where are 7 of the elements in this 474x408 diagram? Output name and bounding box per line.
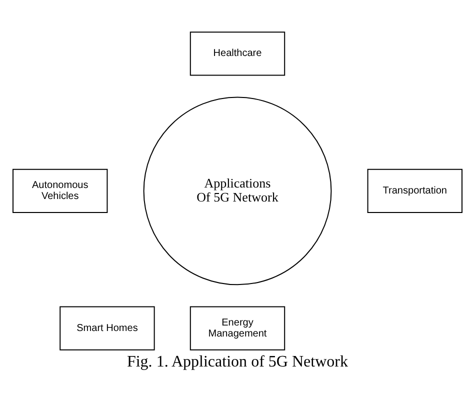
node-box: Transportation: [366, 168, 462, 214]
node-box: Energy Management: [189, 306, 285, 350]
node-circle: Applications Of 5G Network: [142, 96, 332, 286]
node-box: Autonomous Vehicles: [12, 168, 108, 214]
node-box: Healthcare: [189, 32, 285, 76]
node-box: Smart Homes: [59, 306, 154, 350]
caption: Fig. 1. Application of 5G Network: [126, 354, 348, 371]
